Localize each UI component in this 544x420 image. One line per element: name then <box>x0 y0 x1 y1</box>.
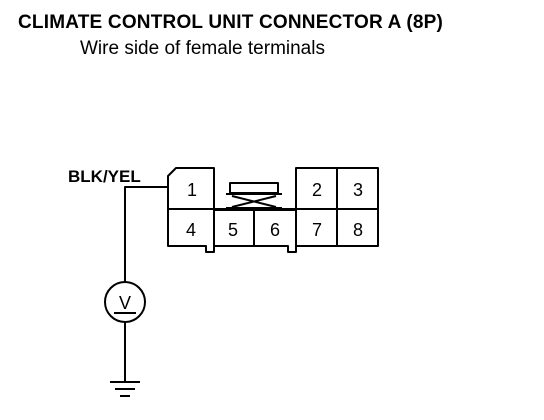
pin-4-label: 4 <box>186 220 196 240</box>
pin-6-label: 6 <box>270 220 280 240</box>
connector-lock-tab <box>229 182 279 194</box>
pin-1-label: 1 <box>187 180 197 200</box>
pin-2-label: 2 <box>312 180 322 200</box>
test-wire <box>124 186 168 282</box>
pin-8-label: 8 <box>353 220 363 240</box>
page-title: CLIMATE CONTROL UNIT CONNECTOR A (8P) <box>18 12 444 33</box>
wire-color-label: BLK/YEL <box>68 167 141 186</box>
pin-5-label: 5 <box>228 220 238 240</box>
page-subtitle: Wire side of female terminals <box>80 38 325 59</box>
pin-3-label: 3 <box>353 180 363 200</box>
lock-tab-hatch <box>231 195 277 208</box>
voltmeter-symbol: V <box>119 293 131 313</box>
pin-7-label: 7 <box>312 220 322 240</box>
